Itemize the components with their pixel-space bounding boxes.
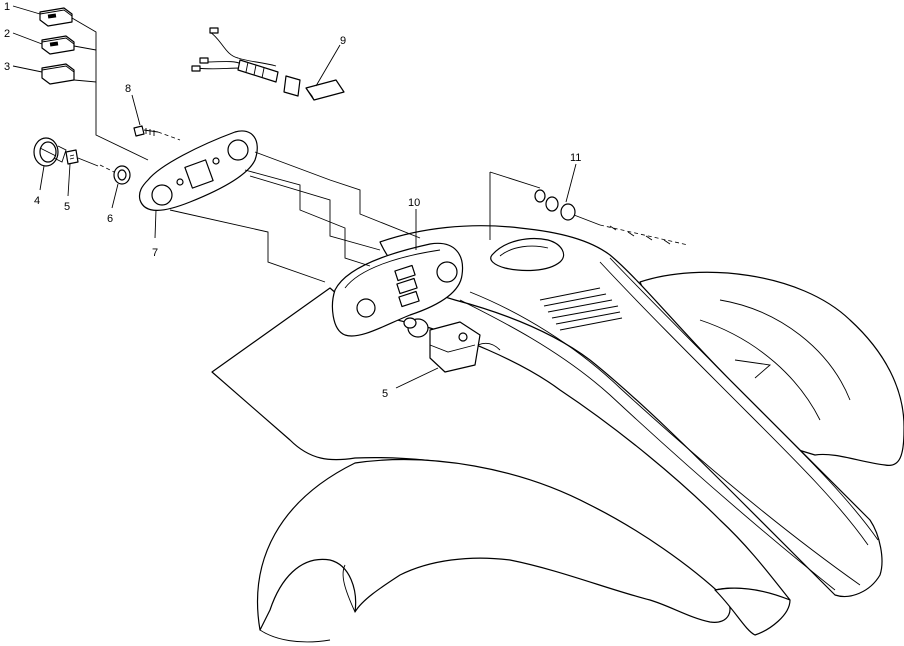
flare-inner-edge bbox=[342, 564, 356, 613]
lock-nut-6 bbox=[113, 165, 131, 185]
dash-switch-2 bbox=[396, 277, 418, 295]
dash-hole-left bbox=[356, 298, 376, 318]
ignition-housing-edge bbox=[429, 344, 476, 353]
switch-3 bbox=[41, 63, 75, 85]
fender-hood bbox=[379, 225, 883, 597]
dash-switch-1 bbox=[394, 264, 416, 282]
plate-hole-right bbox=[227, 139, 249, 161]
ignition-barrel bbox=[403, 317, 417, 329]
callout-8: 8 bbox=[125, 83, 131, 95]
ignition-wire bbox=[477, 342, 501, 351]
ignition-bolt-hole bbox=[458, 332, 468, 342]
callout-1: 1 bbox=[4, 1, 10, 13]
wing-contour-2 bbox=[699, 319, 821, 421]
hood-channel-outer bbox=[459, 299, 836, 591]
callout-5-ignition: 5 bbox=[382, 388, 388, 400]
plate-small-hole bbox=[212, 157, 220, 165]
ignition-key-5 bbox=[65, 149, 99, 167]
callout-10: 10 bbox=[408, 197, 420, 209]
hood-storage-slot bbox=[490, 237, 565, 272]
ignition-switch-assembly bbox=[403, 317, 501, 373]
dash-switch-3 bbox=[398, 290, 420, 308]
hood-channel-inner bbox=[469, 291, 861, 586]
callout-7: 7 bbox=[152, 247, 158, 259]
ignition-housing bbox=[429, 321, 481, 373]
hood-edge-line-2 bbox=[599, 261, 869, 546]
switch-plate-window bbox=[184, 159, 214, 189]
callout-5-key: 5 bbox=[64, 201, 70, 213]
dash-hole-right bbox=[436, 261, 458, 283]
front-fender bbox=[211, 225, 904, 643]
callout-6: 6 bbox=[107, 213, 113, 225]
plate-hole-left bbox=[151, 184, 173, 206]
callout-4: 4 bbox=[34, 195, 40, 207]
switch-plate bbox=[138, 130, 258, 211]
key-switch-4 bbox=[33, 137, 67, 167]
dash-panel-mounted bbox=[331, 242, 464, 337]
dash-panel-rim bbox=[344, 249, 441, 289]
wing-arrow-mark bbox=[734, 359, 772, 379]
wing-contour-1 bbox=[719, 299, 851, 401]
callout-9: 9 bbox=[340, 35, 346, 47]
callout-3: 3 bbox=[4, 61, 10, 73]
fender-bottom-tip bbox=[714, 587, 791, 636]
hood-vent-lines bbox=[539, 287, 623, 331]
plate-small-hole-2 bbox=[176, 178, 184, 186]
assembly-lines bbox=[71, 17, 541, 283]
screw-8 bbox=[133, 125, 159, 137]
hood-edge-line bbox=[609, 257, 879, 541]
wire-harness-9 bbox=[191, 27, 345, 101]
callouts: 1 2 3 4 5 6 7 8 9 10 11 5 bbox=[4, 1, 581, 400]
callout-11: 11 bbox=[570, 152, 581, 164]
bulb-socket-11 bbox=[534, 189, 689, 246]
flare-bottom-rim bbox=[259, 629, 331, 643]
switch-1 bbox=[39, 7, 73, 27]
switch-2 bbox=[41, 35, 75, 55]
fender-lower-flare bbox=[256, 459, 731, 631]
callout-2: 2 bbox=[4, 28, 10, 40]
slot-inner bbox=[499, 245, 549, 257]
